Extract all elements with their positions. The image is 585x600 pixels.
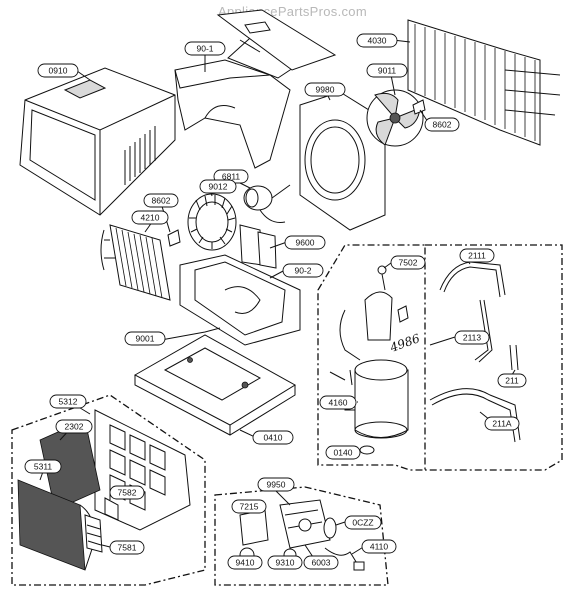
callout-5312: 5312 bbox=[49, 394, 87, 409]
callout-9001-label: 9001 bbox=[136, 334, 155, 344]
callout-7215: 7215 bbox=[231, 499, 267, 514]
condenser-fan-9011 bbox=[366, 89, 424, 147]
callout-902: 90-2 bbox=[282, 263, 324, 278]
callout-7582: 7582 bbox=[109, 485, 145, 500]
scroll-housing-902 bbox=[179, 254, 301, 346]
callout-7581: 7581 bbox=[109, 540, 145, 555]
callout-2302: 2302 bbox=[55, 419, 93, 434]
callout-9980-label: 9980 bbox=[316, 85, 335, 95]
louver-7582 bbox=[104, 497, 119, 521]
callout-901-label: 90-1 bbox=[196, 44, 213, 54]
wire-9001 bbox=[149, 327, 221, 343]
louver-7581 bbox=[84, 514, 103, 553]
capacitor-0czz bbox=[323, 517, 337, 539]
callout-0czz: 0CZZ bbox=[344, 515, 382, 530]
callout-7502-label: 7502 bbox=[399, 258, 418, 268]
callout-2113: 2113 bbox=[454, 330, 490, 345]
callout-7502: 7502 bbox=[390, 255, 426, 270]
callout-0410-label: 0410 bbox=[264, 433, 283, 443]
callout-9600: 9600 bbox=[284, 235, 326, 250]
callout-7581-label: 7581 bbox=[118, 543, 137, 553]
callout-9012: 9012 bbox=[199, 179, 237, 194]
callout-4110: 4110 bbox=[361, 539, 397, 554]
tube-2113 bbox=[474, 299, 493, 363]
callout-8602-top-label: 8602 bbox=[433, 120, 452, 130]
callout-9012-label: 9012 bbox=[209, 182, 228, 192]
callout-7215-label: 7215 bbox=[240, 502, 259, 512]
tube-211a bbox=[429, 388, 521, 443]
callout-8602-top: 8602 bbox=[424, 117, 460, 132]
callout-4160-label: 4160 bbox=[329, 398, 348, 408]
callout-9950: 9950 bbox=[257, 477, 295, 492]
condenser-coil-4030 bbox=[407, 19, 561, 146]
callout-9980: 9980 bbox=[304, 82, 346, 97]
clip-8602-left bbox=[167, 229, 181, 247]
callout-9001: 9001 bbox=[124, 331, 166, 346]
tubing-group-boundary bbox=[425, 244, 563, 471]
cabinet-0910 bbox=[19, 67, 176, 216]
callout-9011: 9011 bbox=[366, 63, 408, 78]
callout-211-label: 211 bbox=[505, 376, 519, 386]
control-box-9950 bbox=[279, 499, 331, 549]
callout-9011-label: 9011 bbox=[378, 66, 397, 76]
callout-9310: 9310 bbox=[267, 555, 303, 570]
callout-2111: 2111 bbox=[459, 248, 495, 263]
cord-4110 bbox=[324, 547, 365, 571]
blower-wheel-9012 bbox=[187, 193, 237, 251]
callout-9310-label: 9310 bbox=[276, 558, 295, 568]
callout-9410-label: 9410 bbox=[236, 558, 255, 568]
callout-4030: 4030 bbox=[356, 33, 398, 48]
callout-6003: 6003 bbox=[303, 555, 339, 570]
fan-shroud-9980 bbox=[299, 91, 386, 231]
callout-4110-label: 4110 bbox=[370, 542, 389, 552]
callout-902-label: 90-2 bbox=[294, 266, 311, 276]
callout-901: 90-1 bbox=[184, 41, 226, 56]
callout-4210-label: 4210 bbox=[141, 213, 160, 223]
callout-0140: 0140 bbox=[325, 445, 361, 460]
callout-211a: 211A bbox=[484, 416, 520, 431]
clip-8602-top bbox=[412, 99, 426, 115]
callout-7582-label: 7582 bbox=[118, 488, 137, 498]
callout-9410: 9410 bbox=[227, 555, 263, 570]
callout-0czz-label: 0CZZ bbox=[352, 518, 373, 528]
bracket-9600 bbox=[239, 224, 277, 269]
handwritten-note: 4986 bbox=[387, 331, 422, 355]
callout-4210: 4210 bbox=[131, 210, 169, 225]
callout-6003-label: 6003 bbox=[312, 558, 331, 568]
front-grille-5312 bbox=[94, 409, 191, 531]
callout-0410: 0410 bbox=[252, 430, 294, 445]
callout-5311: 5311 bbox=[24, 459, 62, 474]
evaporator-coil-4210 bbox=[100, 224, 171, 301]
compressor-4160 bbox=[329, 291, 409, 439]
callout-211a-label: 211A bbox=[492, 419, 512, 429]
switch-7215 bbox=[239, 509, 269, 546]
callout-0910: 0910 bbox=[37, 63, 79, 78]
tube-211 bbox=[509, 344, 519, 371]
top-cover-plate bbox=[216, 9, 337, 71]
tube-2111 bbox=[439, 261, 506, 298]
base-pan-0410 bbox=[133, 334, 296, 436]
callout-5312-label: 5312 bbox=[59, 397, 78, 407]
callout-0140-label: 0140 bbox=[334, 448, 353, 458]
callout-2113-label: 2113 bbox=[463, 333, 482, 343]
callout-8602-left: 8602 bbox=[143, 193, 179, 208]
callout-6811-label: 6811 bbox=[222, 172, 241, 182]
callout-211: 211 bbox=[497, 373, 527, 388]
callout-2302-label: 2302 bbox=[65, 422, 84, 432]
grommet-0140 bbox=[359, 445, 375, 455]
callout-4160: 4160 bbox=[319, 395, 357, 410]
callout-0910-label: 0910 bbox=[49, 66, 68, 76]
fan-motor-6811 bbox=[243, 184, 291, 223]
callout-4030-label: 4030 bbox=[368, 36, 387, 46]
callout-9950-label: 9950 bbox=[267, 480, 286, 490]
callout-2111-label: 2111 bbox=[468, 251, 486, 261]
callout-9600-label: 9600 bbox=[296, 238, 315, 248]
compressor-group-boundary bbox=[317, 244, 426, 471]
callout-8602-left-label: 8602 bbox=[152, 196, 171, 206]
callout-5311-label: 5311 bbox=[34, 462, 53, 472]
